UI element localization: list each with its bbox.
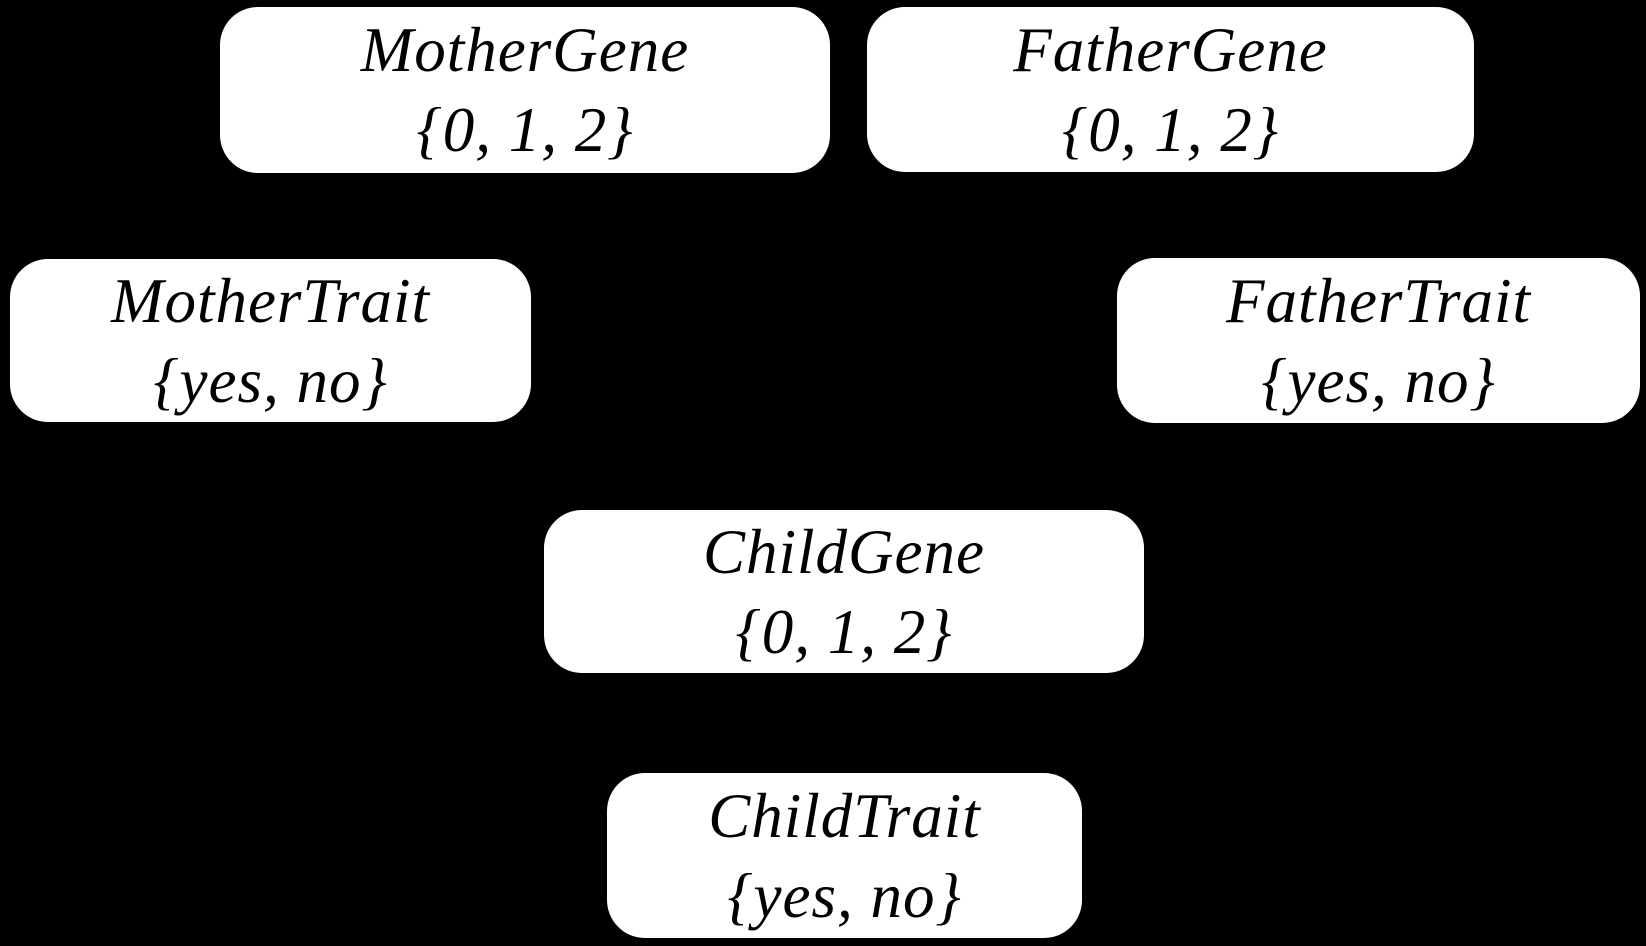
node-child-gene: ChildGene {0, 1, 2} xyxy=(544,510,1144,673)
node-child-trait-values: {yes, no} xyxy=(727,860,962,931)
node-father-trait-title: FatherTrait xyxy=(1225,265,1532,336)
node-mother-gene: MotherGene {0, 1, 2} xyxy=(220,7,830,173)
node-child-trait: ChildTrait {yes, no} xyxy=(607,773,1082,938)
node-child-gene-values: {0, 1, 2} xyxy=(735,596,953,667)
node-mother-trait-title: MotherTrait xyxy=(110,265,431,336)
node-child-trait-title: ChildTrait xyxy=(708,780,981,851)
node-mother-gene-title: MotherGene xyxy=(360,15,690,85)
node-father-gene-values: {0, 1, 2} xyxy=(1062,94,1279,165)
node-father-gene: FatherGene {0, 1, 2} xyxy=(867,7,1474,172)
node-mother-trait-values: {yes, no} xyxy=(153,345,388,416)
node-father-gene-title: FatherGene xyxy=(1013,14,1328,85)
node-mother-trait: MotherTrait {yes, no} xyxy=(10,259,531,422)
node-mother-gene-values: {0, 1, 2} xyxy=(416,95,634,165)
node-child-gene-title: ChildGene xyxy=(703,516,985,587)
node-father-trait: FatherTrait {yes, no} xyxy=(1117,258,1640,423)
node-father-trait-values: {yes, no} xyxy=(1261,345,1496,416)
